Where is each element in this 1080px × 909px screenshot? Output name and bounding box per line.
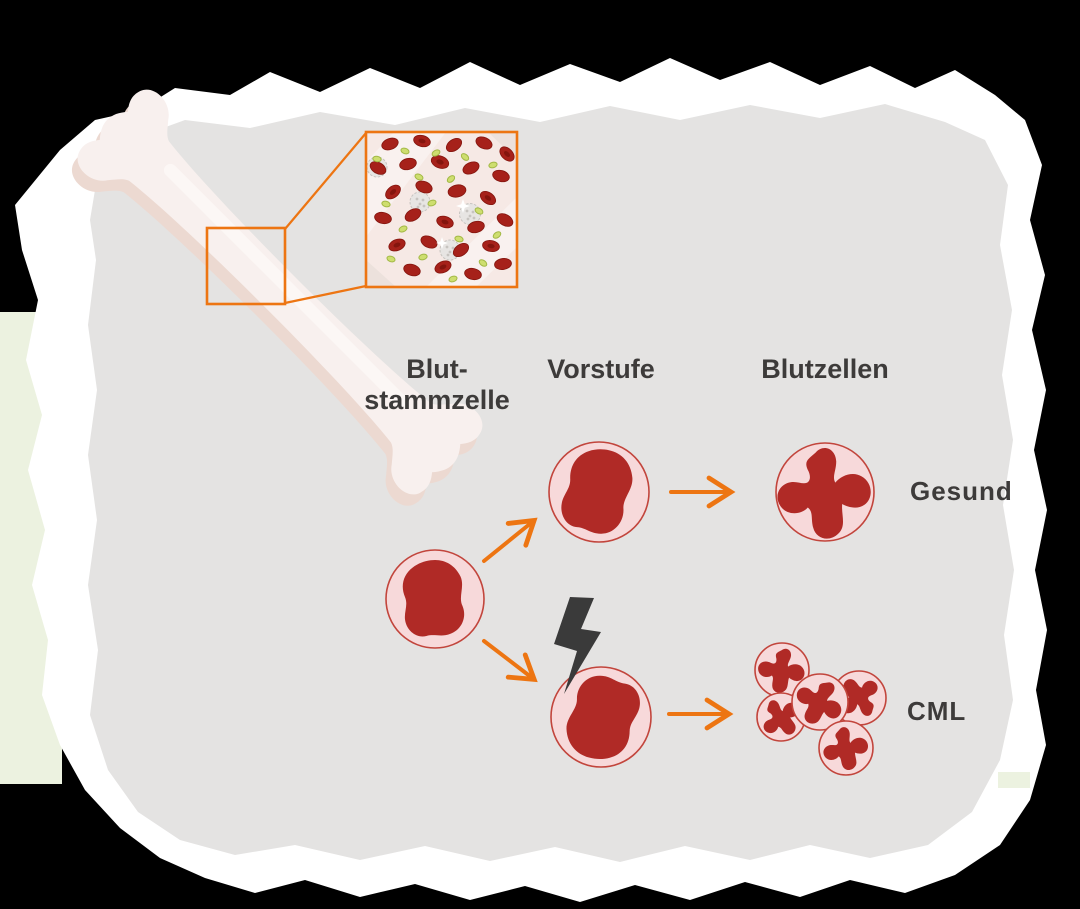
row-label-cml: CML — [907, 696, 967, 726]
column-header-precursor: Vorstufe — [547, 354, 655, 384]
precursor-cell-cml — [550, 666, 652, 768]
cml-cell — [818, 720, 874, 776]
blood-cell-healthy — [771, 442, 877, 545]
marrow-zoom-connector-top — [284, 132, 367, 230]
column-header-blood-cells: Blutzellen — [761, 354, 889, 384]
precursor-cell-healthy — [548, 441, 650, 543]
column-header-stem-cell: Blut- stammzelle — [317, 354, 557, 416]
vessel-wall — [366, 260, 396, 287]
marrow-zoom-source-box — [205, 226, 287, 306]
marrow-zoom-view — [366, 132, 517, 287]
stem-cell — [385, 549, 485, 649]
red-blood-cells — [369, 134, 515, 281]
arrow-down-right-icon — [482, 639, 538, 683]
cml-cell-cluster — [752, 642, 890, 776]
platelets — [372, 147, 502, 283]
lightning-bolt-icon — [554, 597, 601, 694]
cml-cell — [787, 671, 851, 734]
column-header-stem-cell-line1: Blut- — [406, 354, 468, 384]
column-header-stem-cell-line2: stammzelle — [364, 385, 510, 415]
arrow-up-right-icon — [482, 517, 538, 563]
green-backdrop-sliver — [998, 772, 1030, 788]
marrow-zoom-frame — [364, 130, 519, 289]
row-label-healthy: Gesund — [910, 476, 1013, 506]
marrow-zoom-connector-bottom — [284, 284, 367, 305]
